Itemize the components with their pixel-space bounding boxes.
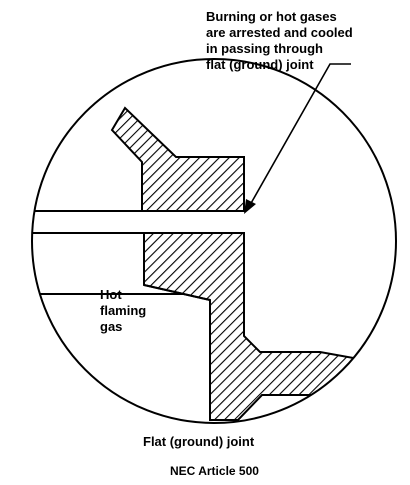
annotation-line: in passing through xyxy=(206,41,323,56)
leader-line xyxy=(249,63,351,206)
hot-gas-line: flaming xyxy=(100,303,147,318)
lower-flange-hatched xyxy=(143,232,396,421)
annotation-text: Burning or hot gases are arrested and co… xyxy=(206,9,353,73)
detail-circle xyxy=(31,58,397,424)
arrow-head-icon xyxy=(244,199,256,214)
inner-ledge xyxy=(143,284,211,301)
hot-gas-label: Hot flaming gas xyxy=(100,287,146,335)
annotation-line: flat (ground) joint xyxy=(206,57,314,72)
upper-flange-hatched xyxy=(110,106,245,212)
hot-gas-line: Hot xyxy=(100,287,122,302)
hot-gas-line: gas xyxy=(100,319,123,334)
annotation-line: are arrested and cooled xyxy=(206,25,353,40)
caption: Flat (ground) joint xyxy=(143,434,255,449)
source-label: NEC Article 500 xyxy=(170,464,259,478)
annotation-line: Burning or hot gases xyxy=(206,9,337,24)
